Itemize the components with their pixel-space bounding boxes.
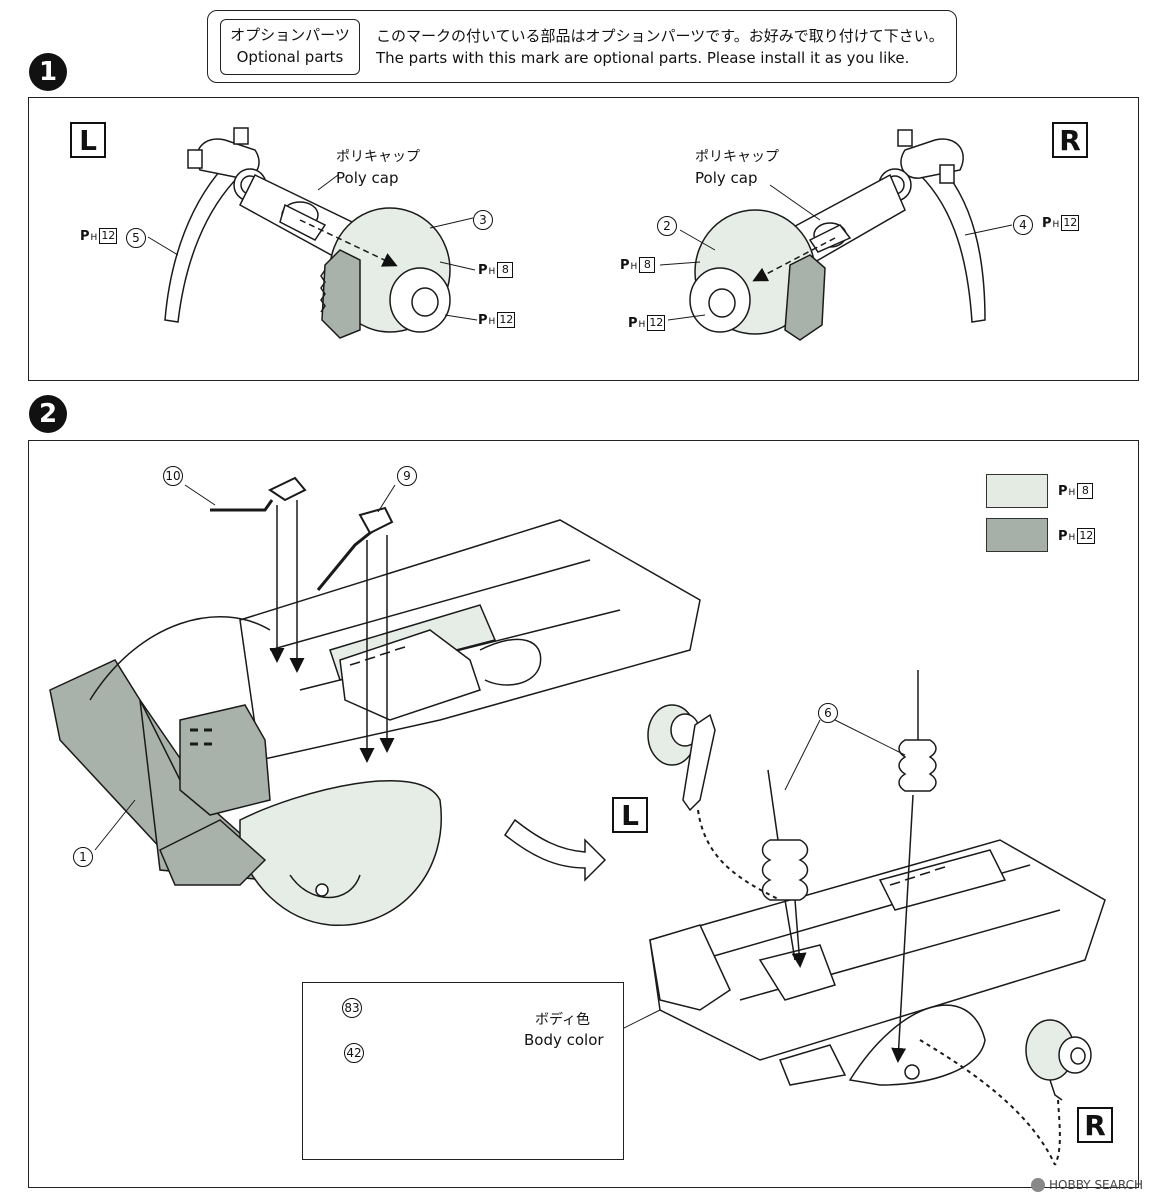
step2-right-side-label: R — [1077, 1107, 1113, 1143]
watermark: HOBBY SEARCH — [1031, 1178, 1143, 1192]
body-color-jp: ボディ色 — [535, 1012, 591, 1028]
watermark-text: HOBBY SEARCH — [1049, 1178, 1143, 1192]
part-4-number: 4 — [1013, 215, 1033, 235]
optional-parts-text: このマークの付いている部品はオプションパーツです。お好みで取り付けて下さい。 T… — [376, 25, 944, 69]
watermark-logo-icon — [1031, 1178, 1046, 1192]
step2-chassis-right — [599, 670, 1106, 1166]
step1-left-polycap-jp: ポリキャップ — [336, 149, 420, 165]
step1-right-polycap-jp: ポリキャップ — [695, 149, 779, 165]
body-color-en: Body color — [524, 1031, 604, 1049]
optional-parts-tag: オプションパーツ Optional parts — [220, 19, 360, 75]
step1-right-assembly — [659, 129, 1013, 341]
optional-parts-tag-jp: オプションパーツ — [230, 26, 350, 44]
optional-parts-text-jp: このマークの付いている部品はオプションパーツです。お好みで取り付けて下さい。 — [376, 27, 944, 45]
step2-left-side-label: L — [612, 797, 648, 833]
part-1-number: 1 — [73, 847, 93, 867]
ph8-color-swatch — [986, 474, 1048, 508]
part-10-number: 10 — [163, 466, 183, 486]
step-1-panel — [28, 97, 1139, 381]
part-2-number: 2 — [657, 216, 677, 236]
transition-arrow — [503, 818, 607, 882]
step-2-panel — [28, 440, 1139, 1188]
step1-right-side-label: R — [1052, 122, 1088, 158]
part-3-number: 3 — [473, 210, 493, 230]
step1-left-assembly — [147, 127, 478, 339]
step-2-number: 2 — [29, 395, 67, 433]
part-9-number: 9 — [397, 466, 417, 486]
ph12-color-swatch — [986, 518, 1048, 552]
part-42-number: 42 — [344, 1043, 364, 1063]
step1-right-polycap-en: Poly cap — [695, 169, 758, 187]
part-5-number: 5 — [126, 228, 146, 248]
optional-parts-text-en: The parts with this mark are optional pa… — [376, 49, 910, 67]
optional-parts-note: オプションパーツ Optional parts このマークの付いている部品はオプ… — [207, 10, 957, 83]
step1-left-polycap-en: Poly cap — [336, 169, 399, 187]
step1-left-side-label: L — [70, 122, 106, 158]
part-83-number: 83 — [342, 998, 362, 1018]
optional-parts-tag-en: Optional parts — [236, 48, 344, 66]
part-6-number: 6 — [818, 703, 838, 723]
step2-chassis-main — [49, 476, 701, 926]
step-1-number: 1 — [29, 53, 67, 91]
